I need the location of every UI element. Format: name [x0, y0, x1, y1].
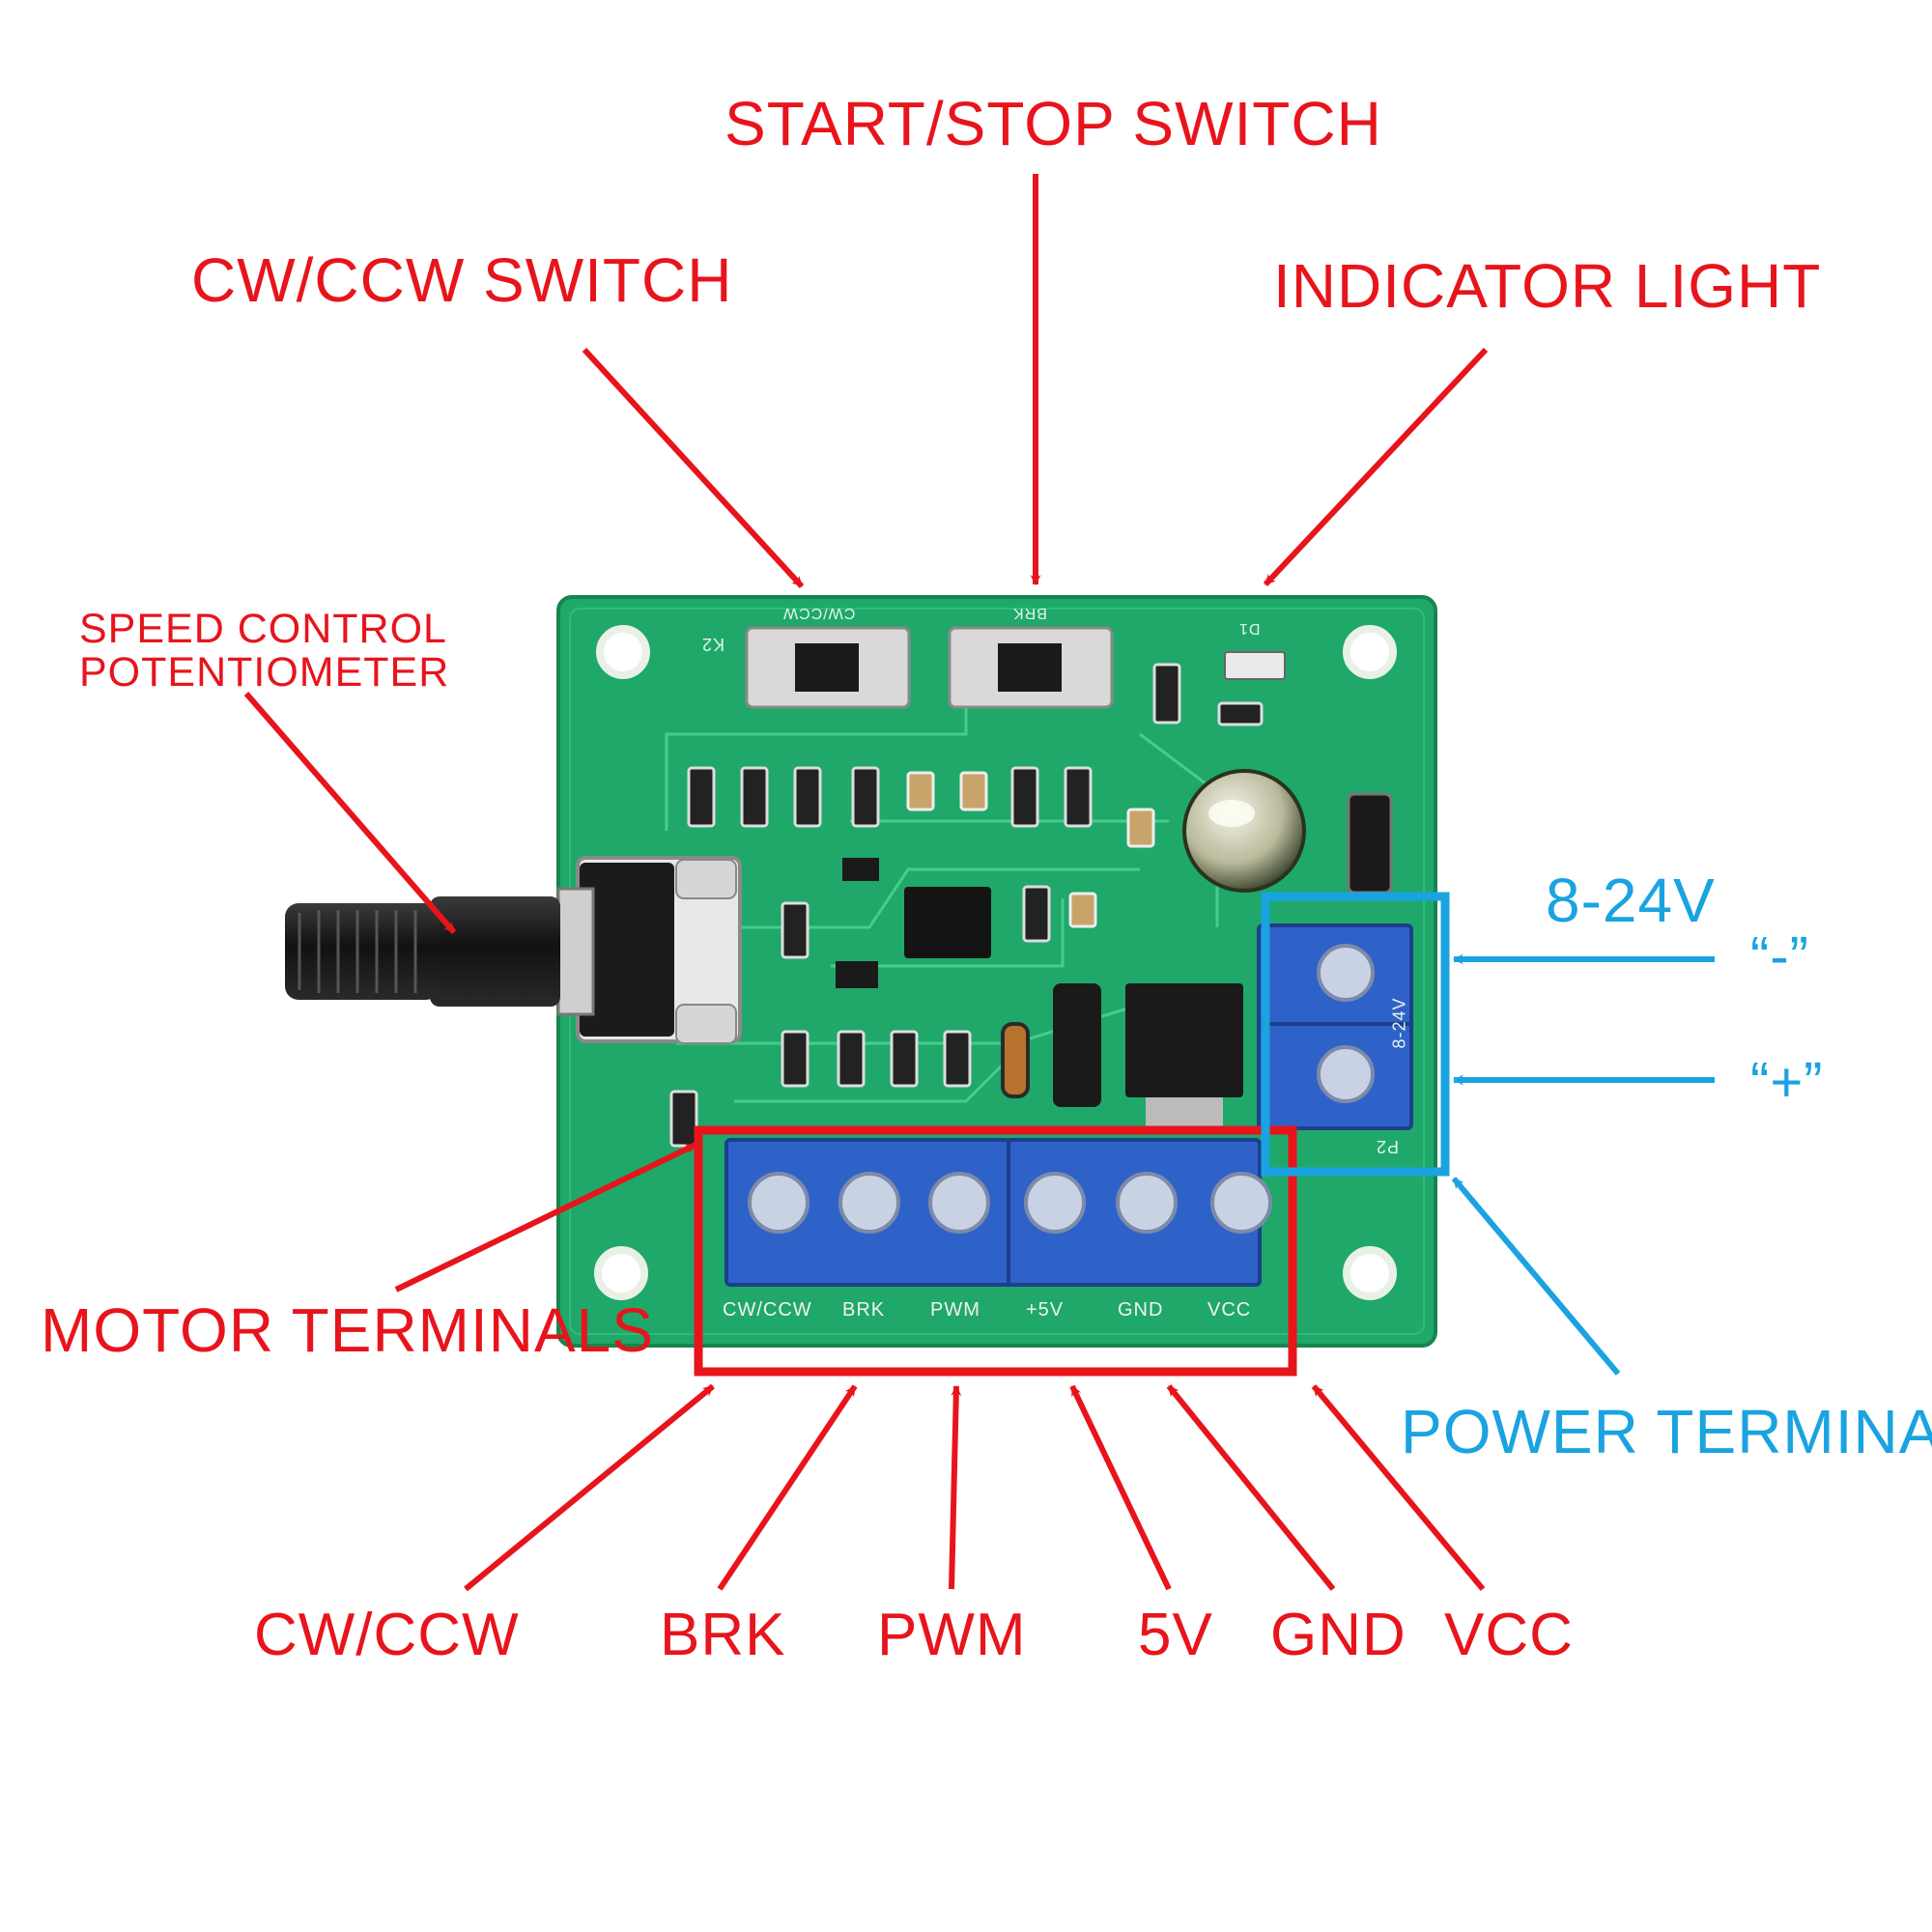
label-speed-control-line1: SPEED CONTROL [79, 606, 447, 652]
arrow-pin-cw-ccw [464, 1383, 715, 1592]
silk-d1: D1 [1238, 620, 1261, 637]
smd-resistors [669, 663, 1264, 1148]
label-pin-cw-ccw: CW/CCW [254, 1602, 520, 1668]
silk-terminal-pwm: PWM [930, 1299, 980, 1321]
silk-terminal-5v: +5V [1026, 1299, 1065, 1321]
arrow-pin-pwm [949, 1384, 962, 1590]
motor-terminals-highlight-box [694, 1125, 1297, 1377]
potentiometer [285, 856, 742, 1044]
mounting-holes [594, 625, 1397, 1300]
arrow-indicator-light [1263, 347, 1489, 587]
electrolytic-capacitor [1182, 769, 1306, 893]
blue-callout-arrows [1451, 953, 1715, 1376]
arrow-cw-ccw-switch [582, 347, 805, 589]
label-pin-brk: BRK [660, 1602, 786, 1668]
label-pin-gnd: GND [1270, 1602, 1406, 1668]
cw-ccw-slide-switch [745, 626, 911, 709]
label-motor-terminals: MOTOR TERMINALS [41, 1295, 654, 1365]
label-pin-5v: 5V [1138, 1602, 1213, 1668]
label-power-terminal: POWER TERMINAL [1401, 1397, 1932, 1466]
power-terminal-highlight-box [1261, 892, 1450, 1177]
silk-switch-right: BRK [1012, 605, 1047, 621]
label-voltage-range: 8-24V [1546, 866, 1716, 935]
silk-k2: K2 [701, 635, 725, 654]
silk-p2: P2 [1376, 1137, 1400, 1156]
arrow-pin-brk [717, 1384, 858, 1591]
label-pin-vcc: VCC [1444, 1602, 1574, 1668]
red-callout-arrows [243, 174, 1489, 1592]
arrow-speed-control [243, 692, 457, 934]
label-start-stop-switch: START/STOP SWITCH [724, 89, 1382, 158]
power-terminal-block [1257, 923, 1413, 1130]
arrow-power-terminal [1451, 1177, 1621, 1376]
label-speed-control-line2: POTENTIOMETER [79, 649, 450, 696]
silk-switch-left: CW/CCW [782, 605, 856, 621]
sot-component [842, 858, 879, 881]
diode-center [1053, 983, 1101, 1107]
label-positive: “+” [1750, 1051, 1824, 1114]
smd-capacitors [906, 771, 1155, 928]
voltage-regulator-u2 [1125, 983, 1243, 1126]
label-pin-pwm: PWM [877, 1602, 1027, 1668]
arrow-pin-vcc [1311, 1384, 1486, 1591]
start-stop-slide-switch [948, 626, 1114, 709]
silk-terminal-cw-ccw: CW/CCW [723, 1299, 812, 1321]
label-cw-ccw-switch: CW/CCW SWITCH [191, 245, 733, 315]
transistor-q [836, 961, 878, 988]
silk-terminal-vcc: VCC [1208, 1299, 1252, 1321]
arrow-pin-gnd [1166, 1384, 1336, 1591]
inductor [1001, 1022, 1030, 1098]
arrow-pin-5v [1069, 1384, 1172, 1591]
silk-power-voltage: 8-24V [1389, 997, 1409, 1049]
silk-terminal-brk: BRK [842, 1299, 886, 1321]
label-negative: “-” [1750, 925, 1809, 988]
diode-right [1347, 792, 1393, 895]
arrow-motor-terminals [394, 1142, 697, 1293]
motor-terminal-block [724, 1138, 1272, 1287]
indicator-led [1224, 651, 1286, 680]
silk-terminal-gnd: GND [1118, 1299, 1164, 1321]
ic-u1 [904, 887, 991, 958]
label-indicator-light: INDICATOR LIGHT [1273, 251, 1822, 321]
